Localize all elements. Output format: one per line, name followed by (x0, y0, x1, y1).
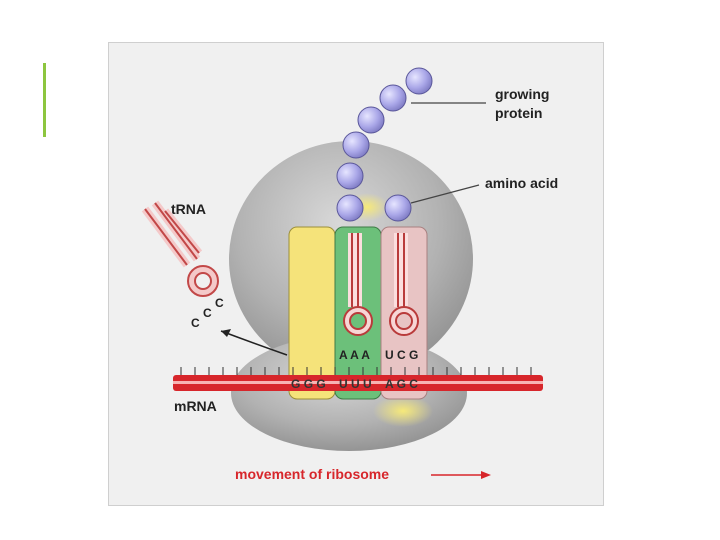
site-left (288, 226, 336, 400)
incoming-amino-acid (384, 194, 412, 222)
amino-acid-bead (336, 162, 364, 190)
label-mrna: mRNA (174, 398, 217, 414)
anticodon-free-1: C (191, 316, 200, 330)
label-growing-protein-2: protein (495, 105, 542, 121)
protein-chain (336, 67, 433, 222)
amino-acid-bead (342, 131, 370, 159)
amino-acid-bead (379, 84, 407, 112)
codon-left: G G G (291, 377, 326, 391)
codon-middle: U U U (339, 377, 372, 391)
label-growing-protein-1: growing (495, 86, 549, 102)
exit-arrow-head (221, 329, 231, 337)
ribosome-highlight-bottom (373, 395, 433, 427)
mrna-strand (173, 367, 543, 391)
label-trna: tRNA (171, 201, 206, 217)
label-movement: movement of ribosome (235, 466, 389, 482)
label-amino-acid: amino acid (485, 175, 558, 191)
mrna-highlight (173, 381, 543, 384)
figure-frame: A A A U C G C C C G G G U U U A G C grow… (108, 42, 604, 506)
anticodon-free-3: C (215, 296, 224, 310)
trna-free (141, 200, 219, 297)
movement-arrow-head (481, 471, 491, 479)
trna-middle (343, 233, 373, 336)
amino-acid-leader (410, 184, 480, 204)
amino-acid-bead (336, 194, 364, 222)
amino-acid-bead (405, 67, 433, 95)
slide-accent-bar (43, 63, 46, 137)
trna-right (389, 233, 419, 336)
mrna-ticks (180, 367, 532, 375)
anticodon-right: U C G (385, 348, 418, 362)
anticodon-middle: A A A (339, 348, 370, 362)
codon-right: A G C (385, 377, 418, 391)
translation-diagram: A A A U C G C C C G G G U U U A G C grow… (141, 67, 558, 482)
anticodon-free-2: C (203, 306, 212, 320)
amino-acid-bead (357, 106, 385, 134)
